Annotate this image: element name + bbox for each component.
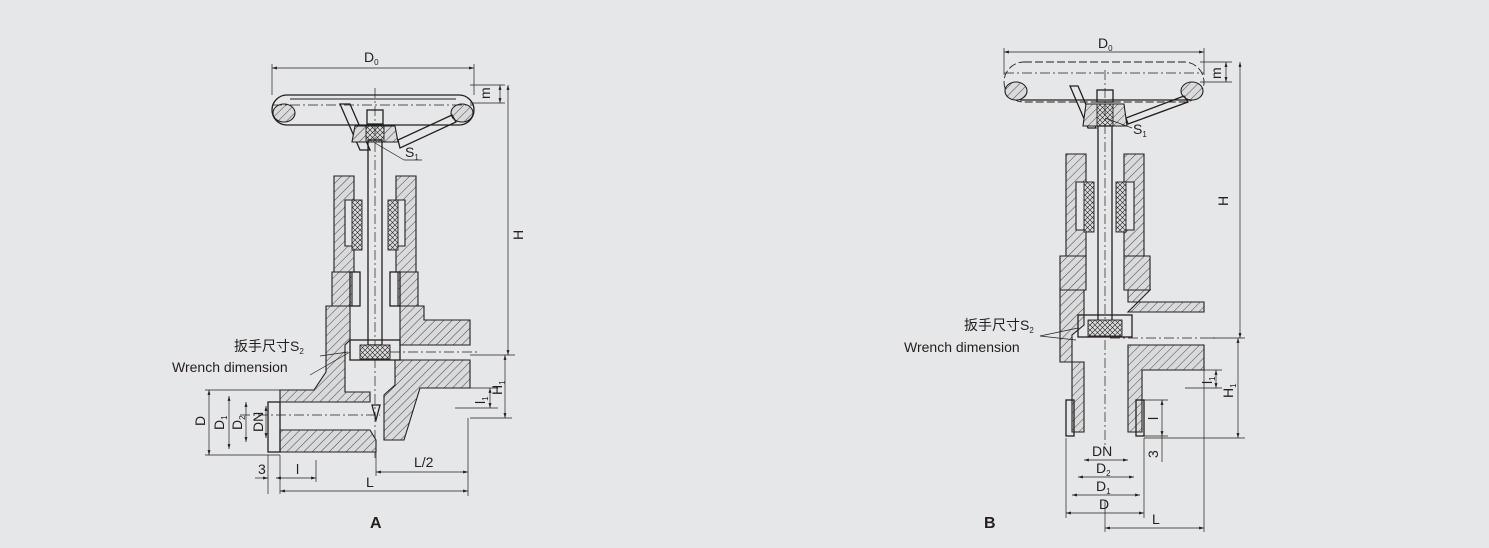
wrench-en-a: Wrench dimension [172, 359, 288, 375]
dim-s1-a: S1 [405, 144, 419, 162]
stem-a [367, 139, 383, 346]
bonnet-a [331, 175, 419, 307]
dim-h-b: H [1215, 196, 1231, 206]
dim-s1-b: S1 [1133, 121, 1147, 139]
dim-l2-a: L/2 [414, 454, 434, 470]
handwheel-a [271, 94, 475, 151]
body-b [1059, 289, 1215, 437]
wrench-cn-a: 扳手尺寸S2 [234, 338, 304, 356]
dim-d1-a: D1 [211, 415, 229, 430]
handwheel-b [1003, 61, 1205, 129]
dimensions-b [1003, 48, 1245, 532]
dim-m-b: m [1208, 67, 1224, 79]
dim-d-b: D [1099, 496, 1109, 512]
dim-d2-b: D2 [1096, 460, 1111, 478]
dim-d-a: D [192, 416, 208, 426]
dim-d2-a: D2 [229, 415, 247, 430]
figure-a: D0 m H S1 H1 l1 D D1 D2 DN 3 l L L/2 扳手尺… [172, 49, 526, 532]
dim-h1-b: H1 [1220, 383, 1238, 398]
dim-h-a: H [510, 230, 526, 240]
wrench-cn-b: 扳手尺寸S2 [964, 317, 1034, 335]
figure-b: D0 m H S1 H1 l1 l 3 DN D2 D1 D L 扳手尺寸S2 … [904, 35, 1245, 532]
dim-dn-b: DN [1092, 443, 1112, 459]
dim-h1-a: H1 [489, 380, 507, 395]
dim-l-a: l [296, 461, 299, 477]
body-a [240, 305, 480, 453]
dim-3-a: 3 [258, 461, 266, 477]
dimensions-a [205, 64, 515, 496]
dim-l1-a: l1 [472, 396, 490, 404]
bonnet-b [1059, 153, 1151, 291]
dim-3-b: 3 [1145, 450, 1161, 458]
wrench-en-b: Wrench dimension [904, 339, 1020, 355]
dim-m-a: m [477, 87, 493, 99]
dim-L-a: L [366, 474, 374, 490]
dim-d0-a: D0 [364, 49, 379, 67]
dim-d1-b: D1 [1096, 478, 1111, 496]
dim-l1-b: l1 [1199, 376, 1217, 384]
figure-label-a: A [370, 515, 382, 532]
figure-label-b: B [984, 515, 996, 532]
dim-L-b: L [1152, 511, 1160, 527]
dim-dn-a: DN [250, 412, 266, 432]
dim-l-b: l [1145, 417, 1161, 420]
dim-d0-b: D0 [1098, 35, 1113, 53]
